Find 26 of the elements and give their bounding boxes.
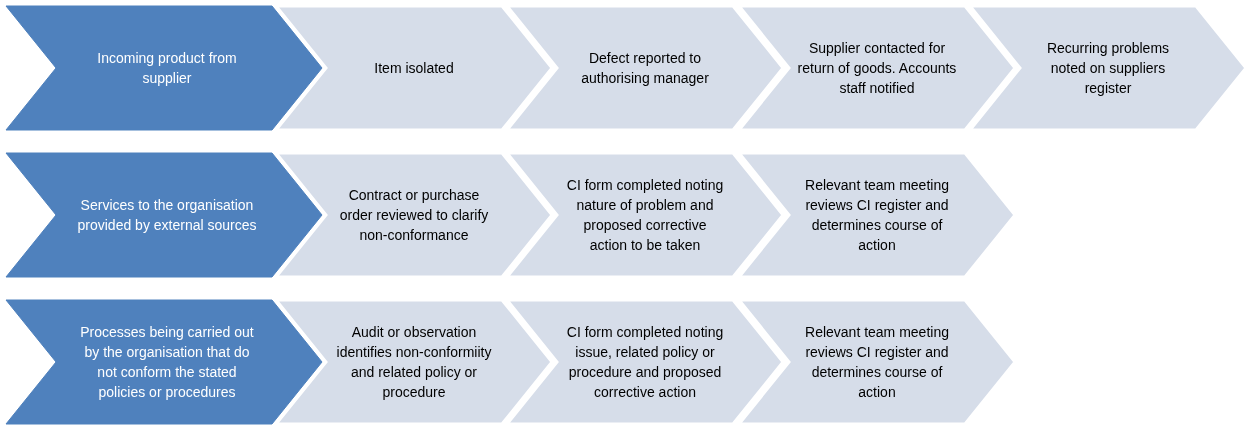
step-text: Contract or purchase order reviewed to clarify non-conformance bbox=[338, 186, 490, 245]
step-text: Incoming product from supplier bbox=[96, 49, 238, 88]
step-text: Relevant team meeting reviews CI register and determines course of action bbox=[804, 176, 950, 255]
step-text: CI form completed noting issue, related policy or procedure and proposed corrective action bbox=[565, 323, 725, 402]
process-step bbox=[276, 6, 552, 130]
start-step bbox=[6, 153, 322, 277]
step-text: Processes being carried out by the organisation that do not conform the stated policies or procedures bbox=[79, 323, 255, 402]
step-text: Recurring problems noted on suppliers register bbox=[1045, 39, 1171, 98]
process-step bbox=[276, 300, 552, 424]
step-text: CI form completed noting nature of problem and proposed corrective action to be taken bbox=[565, 176, 725, 255]
process-step bbox=[970, 6, 1246, 130]
step-text: Relevant team meeting reviews CI register and determines course of action bbox=[804, 323, 950, 402]
step-text: Supplier contacted for return of goods. Accounts staff notified bbox=[797, 39, 957, 98]
start-step bbox=[6, 6, 322, 130]
process-step bbox=[507, 300, 783, 424]
start-step bbox=[6, 300, 322, 424]
process-step bbox=[739, 153, 1015, 277]
process-step bbox=[507, 153, 783, 277]
process-step bbox=[276, 153, 552, 277]
step-text: Item isolated bbox=[374, 59, 454, 78]
step-text: Defect reported to authorising manager bbox=[580, 49, 710, 88]
step-text: Services to the organisation provided by external sources bbox=[76, 196, 258, 235]
process-step bbox=[739, 300, 1015, 424]
process-step bbox=[739, 6, 1015, 130]
step-text: Audit or observation identifies non-conformiity and related policy or procedure bbox=[335, 323, 493, 402]
process-step bbox=[507, 6, 783, 130]
